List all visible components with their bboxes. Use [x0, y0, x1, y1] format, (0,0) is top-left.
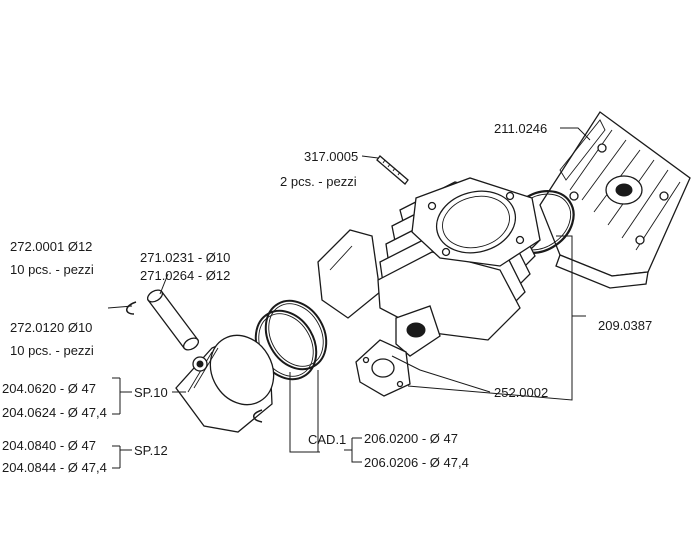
- label-head: 211.0246: [494, 121, 547, 136]
- label-clip-b-qty: 10 pcs. - pezzi: [10, 343, 94, 358]
- label-sp10: SP.10: [134, 385, 168, 400]
- leader-lines: [107, 127, 591, 469]
- base-gasket: [355, 339, 411, 397]
- label-clip-a-qty: 10 pcs. - pezzi: [10, 262, 94, 277]
- label-head-gasket: 209.0387: [598, 318, 652, 333]
- stud: [376, 155, 409, 185]
- label-piston-4: 204.0844 - Ø 47,4: [2, 460, 107, 475]
- label-ring-2: 206.0206 - Ø 47,4: [364, 455, 469, 470]
- piston: [175, 334, 275, 433]
- piston-pin: [146, 289, 200, 351]
- circlips: [126, 301, 263, 423]
- cylinder: [317, 177, 541, 357]
- label-piston-1: 204.0620 - Ø 47: [2, 381, 96, 396]
- label-pin-a: 271.0231 - Ø10: [140, 250, 230, 265]
- label-base-gasket: 252.0002: [494, 385, 548, 400]
- label-stud-qty: 2 pcs. - pezzi: [280, 174, 357, 189]
- label-clip-b: 272.0120 Ø10: [10, 320, 92, 335]
- label-piston-2: 204.0624 - Ø 47,4: [2, 405, 107, 420]
- label-clip-a: 272.0001 Ø12: [10, 239, 92, 254]
- label-pin-b: 271.0264 - Ø12: [140, 268, 230, 283]
- label-piston-3: 204.0840 - Ø 47: [2, 438, 96, 453]
- label-cad: CAD.1: [308, 432, 346, 447]
- label-sp12: SP.12: [134, 443, 168, 458]
- label-ring-1: 206.0200 - Ø 47: [364, 431, 458, 446]
- cylinder-head: [539, 111, 691, 289]
- label-stud: 317.0005: [304, 149, 358, 164]
